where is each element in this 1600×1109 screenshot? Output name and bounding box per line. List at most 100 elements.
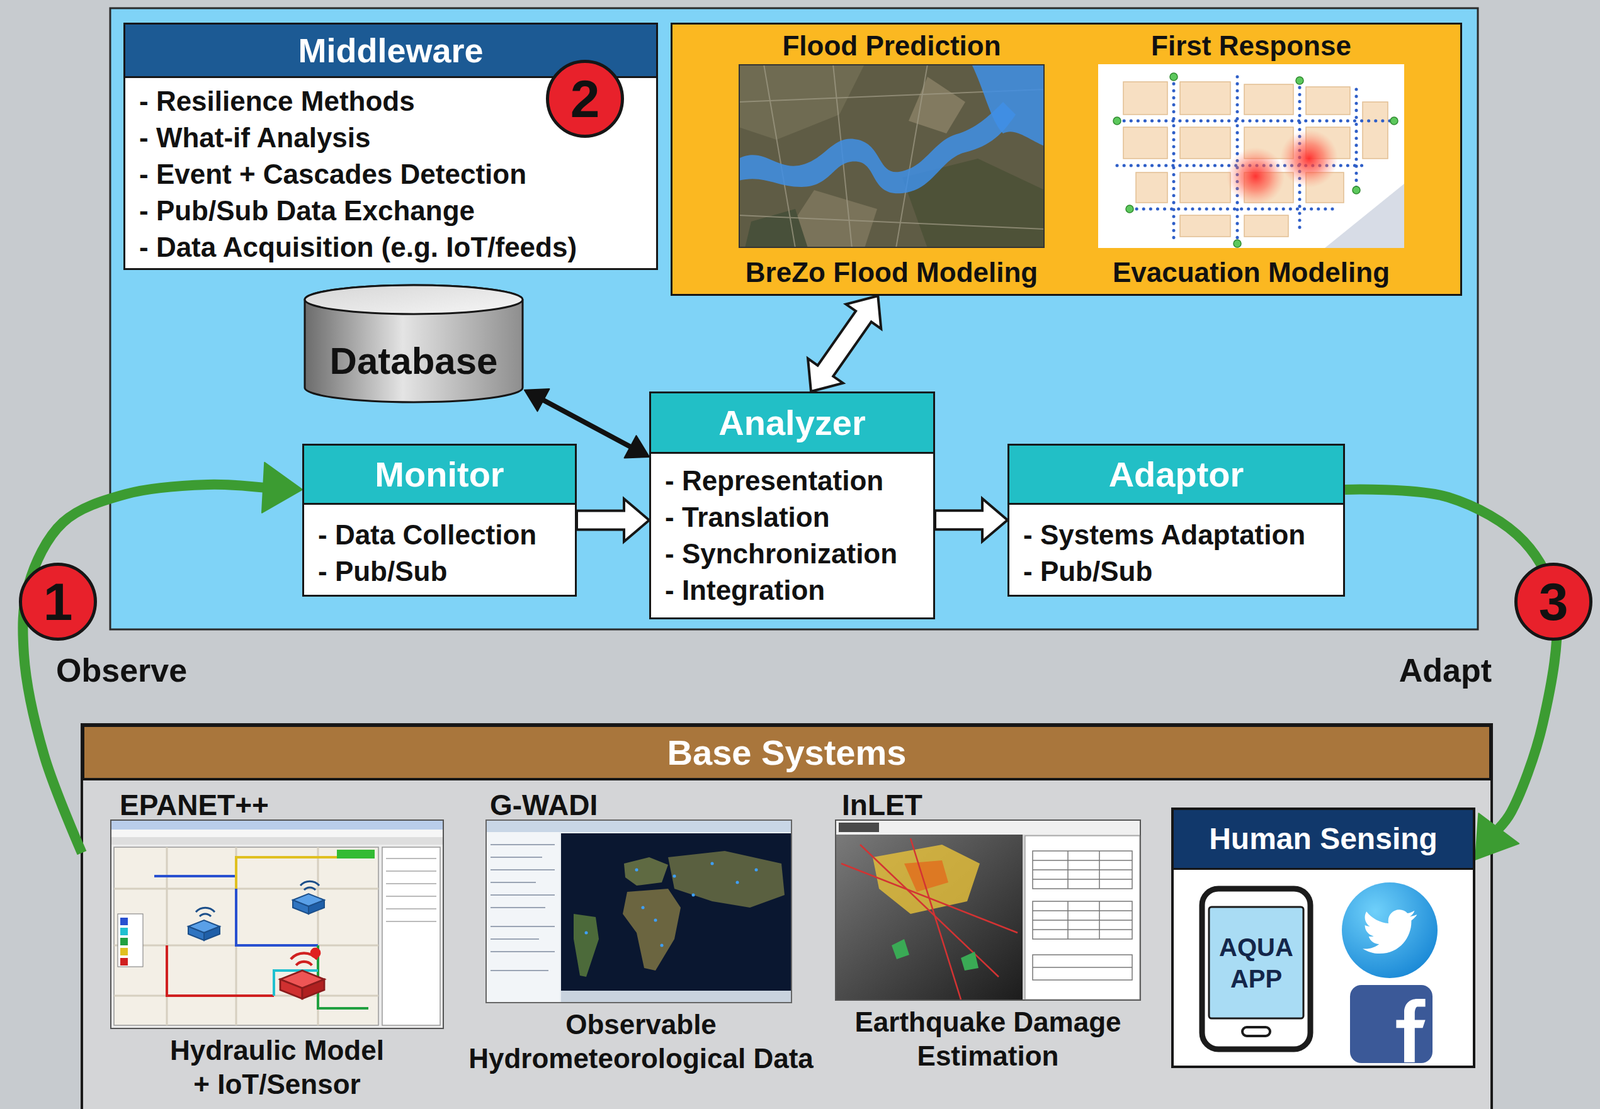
model-caption: BreZo Flood Modeling xyxy=(721,256,1062,290)
arrowhead xyxy=(261,462,303,514)
gwadi-screenshot-part xyxy=(573,914,599,978)
box-body: - Data Collection- Pub/Sub xyxy=(304,504,575,593)
inlet-screenshot-part xyxy=(910,838,961,1000)
callout-number: 1 xyxy=(43,575,74,629)
epanet-screenshot-part xyxy=(385,858,437,922)
list-item: - Pub/Sub xyxy=(1023,553,1335,591)
inlet-screenshot-part xyxy=(836,821,1140,835)
gwadi-screenshot-part xyxy=(490,926,555,928)
inlet-screenshot-part xyxy=(872,845,980,915)
monitor-box: Monitor- Data Collection- Pub/Sub xyxy=(302,443,577,597)
epanet-screenshot-part xyxy=(117,914,143,968)
epanet-screenshot xyxy=(110,819,444,1030)
inlet-screenshot-part xyxy=(1032,851,1133,981)
gwadi-screenshot-part xyxy=(561,991,791,1003)
list-item: - Data Acquisition (e.g. IoT/feeds) xyxy=(139,229,648,266)
evacuation-map-image-part xyxy=(1355,89,1359,191)
callout-number: 2 xyxy=(570,72,601,126)
epanet-screenshot-part xyxy=(113,888,379,891)
epanet-screenshot-part xyxy=(120,928,128,936)
step-label-box: Adapt xyxy=(1399,652,1492,689)
callout-circle: 2 xyxy=(545,59,625,138)
gwadi-screenshot-part xyxy=(561,833,791,992)
base-band-ground xyxy=(81,724,1492,1109)
flood-map-image-part xyxy=(738,102,1016,194)
gwadi-screenshot-part xyxy=(692,894,696,898)
gwadi-screenshot-part xyxy=(736,881,740,885)
box-heading: Analyzer xyxy=(651,393,934,454)
system-caption: Earthquake Damage Estimation xyxy=(834,1005,1141,1074)
step-label: Observe xyxy=(56,652,188,689)
epanet-screenshot-part xyxy=(310,948,322,959)
analyzer-box: Analyzer- Representation- Translation- S… xyxy=(649,391,936,620)
model-column: Flood Prediction BreZo Flood Modeling xyxy=(721,29,1062,290)
epanet-screenshot-part xyxy=(336,850,375,859)
epanet-screenshot-part xyxy=(120,958,128,966)
epanet-screenshot-part xyxy=(385,896,437,898)
adaptor-box: Adaptor- Systems Adaptation- Pub/Sub xyxy=(1007,443,1345,597)
epanet-screenshot-part xyxy=(166,945,274,997)
gwadi-screenshot-part xyxy=(490,951,555,953)
flood-map-image-part xyxy=(738,64,1045,249)
epanet-screenshot-part xyxy=(120,938,128,946)
gwadi-screenshot-part xyxy=(490,894,555,897)
evacuation-map-image-part xyxy=(1244,215,1289,237)
step-label-box: Observe xyxy=(56,652,188,689)
list-item: - Translation xyxy=(664,499,925,536)
inlet-screenshot-part xyxy=(838,822,880,833)
evacuation-map-image-part xyxy=(1117,76,1395,244)
gwadi-screenshot-part xyxy=(490,938,540,941)
inlet-screenshot-part xyxy=(1032,851,1133,890)
epanet-screenshot-part xyxy=(166,847,169,1026)
model-heading: Flood Prediction xyxy=(721,29,1062,63)
epanet-screenshot-part xyxy=(292,881,325,915)
gwadi-screenshot-part xyxy=(660,944,664,948)
social-media-icons-part xyxy=(1341,882,1438,979)
evacuation-map-image-part xyxy=(1295,76,1304,85)
inlet-screenshot-part xyxy=(1032,851,1133,890)
evacuation-map-image-part xyxy=(1123,81,1168,115)
inlet-screenshot-part xyxy=(841,838,1018,1000)
arrowhead xyxy=(624,435,650,458)
phone-outline-part xyxy=(1208,907,1304,1019)
box-heading: Adaptor xyxy=(1009,445,1344,505)
evacuation-map-image-part xyxy=(1226,147,1285,206)
list-item: - Data Collection xyxy=(317,516,567,554)
flood-map-image-part xyxy=(896,64,928,249)
epanet-screenshot-part xyxy=(111,829,443,838)
gwadi-screenshot-part xyxy=(622,889,681,971)
block-arrow-shape xyxy=(807,295,881,392)
evacuation-map-image-part xyxy=(1123,127,1168,159)
panel-heading: Human Sensing xyxy=(1173,810,1473,871)
flood-map-image-part xyxy=(971,64,1045,147)
gwadi-screenshot-part xyxy=(673,875,677,879)
evacuation-map-image-part xyxy=(1098,64,1405,249)
epanet-screenshot-part xyxy=(120,948,128,956)
inlet-screenshot-part xyxy=(1032,955,1133,981)
evacuation-map-image-part xyxy=(1135,172,1168,203)
gwadi-screenshot-part xyxy=(490,844,555,846)
evacuation-map-image-part xyxy=(1180,127,1231,159)
epanet-screenshot-part xyxy=(188,926,205,941)
evacuation-map-image-part xyxy=(1233,239,1242,248)
system-panel: InLET Earthquake Damage Estimation xyxy=(834,790,1141,1074)
inlet-screenshot-part xyxy=(960,952,979,971)
evacuation-map-image-part xyxy=(1125,205,1134,213)
connector-line xyxy=(543,400,631,448)
gwadi-screenshot-part xyxy=(584,931,589,936)
list-item: - Synchronization xyxy=(664,535,925,573)
band-heading: Base Systems xyxy=(81,724,1492,781)
epanet-screenshot-part xyxy=(382,847,441,1026)
cylinder-label: Database xyxy=(302,316,525,407)
flood-map-image-part xyxy=(744,209,808,249)
phone-outline-part xyxy=(1202,889,1311,1050)
system-panel: EPANET++ xyxy=(110,790,444,1102)
callout-number: 3 xyxy=(1538,575,1569,629)
gwadi-screenshot-part xyxy=(490,970,549,972)
human-sensing-panel: Human Sensing AQUA APP xyxy=(1171,807,1476,1069)
base-systems-band: Base SystemsEPANET++ xyxy=(81,724,1492,1109)
gwadi-screenshot-part xyxy=(486,820,792,1004)
system-title: InLET xyxy=(834,790,1141,820)
model-panel: Flood Prediction BreZo Flood ModelingFir… xyxy=(670,22,1463,296)
